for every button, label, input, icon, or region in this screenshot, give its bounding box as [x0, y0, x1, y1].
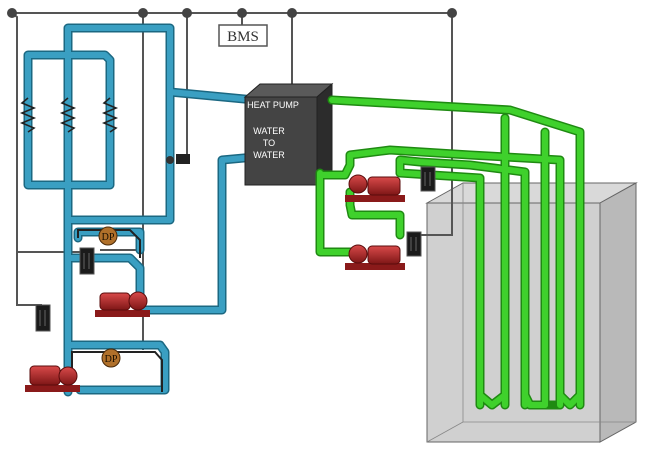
coil-left: [19, 97, 37, 133]
ground-block: [425, 182, 638, 443]
pump-ground-lower: [345, 244, 405, 270]
heat-pump-label-1: HEAT PUMP: [247, 100, 299, 110]
dp-label-lower: DP: [105, 354, 118, 365]
pump-building-lower: [25, 365, 80, 392]
vfd-center: [79, 247, 95, 275]
pump-ground-upper: [345, 174, 405, 202]
heat-pump-label-2: WATER: [253, 126, 285, 136]
pump-building-upper: [95, 291, 150, 317]
vfd-ground-lower: [406, 231, 422, 257]
ground-loop-piping: [315, 95, 585, 410]
dp-sensor-lower: DP: [71, 348, 163, 392]
coil-right: [101, 97, 119, 133]
dp-label-upper: DP: [102, 232, 115, 243]
vfd-ground-upper: [420, 166, 436, 192]
heat-pump-label-3: TO: [263, 138, 275, 148]
vfd-left: [35, 304, 51, 332]
building-loop-piping: [23, 23, 260, 397]
heat-pump-unit: HEAT PUMP WATER TO WATER: [243, 82, 334, 187]
heat-pump-label-4: WATER: [253, 150, 285, 160]
dp-sensor-upper: DP: [77, 226, 141, 258]
coil-middle: [59, 97, 77, 133]
control-valve-icon: [166, 154, 190, 164]
heating-coils: [19, 97, 119, 133]
bus-junctions: [7, 8, 457, 18]
bms-box: BMS: [218, 24, 268, 47]
bms-label: BMS: [227, 29, 259, 45]
